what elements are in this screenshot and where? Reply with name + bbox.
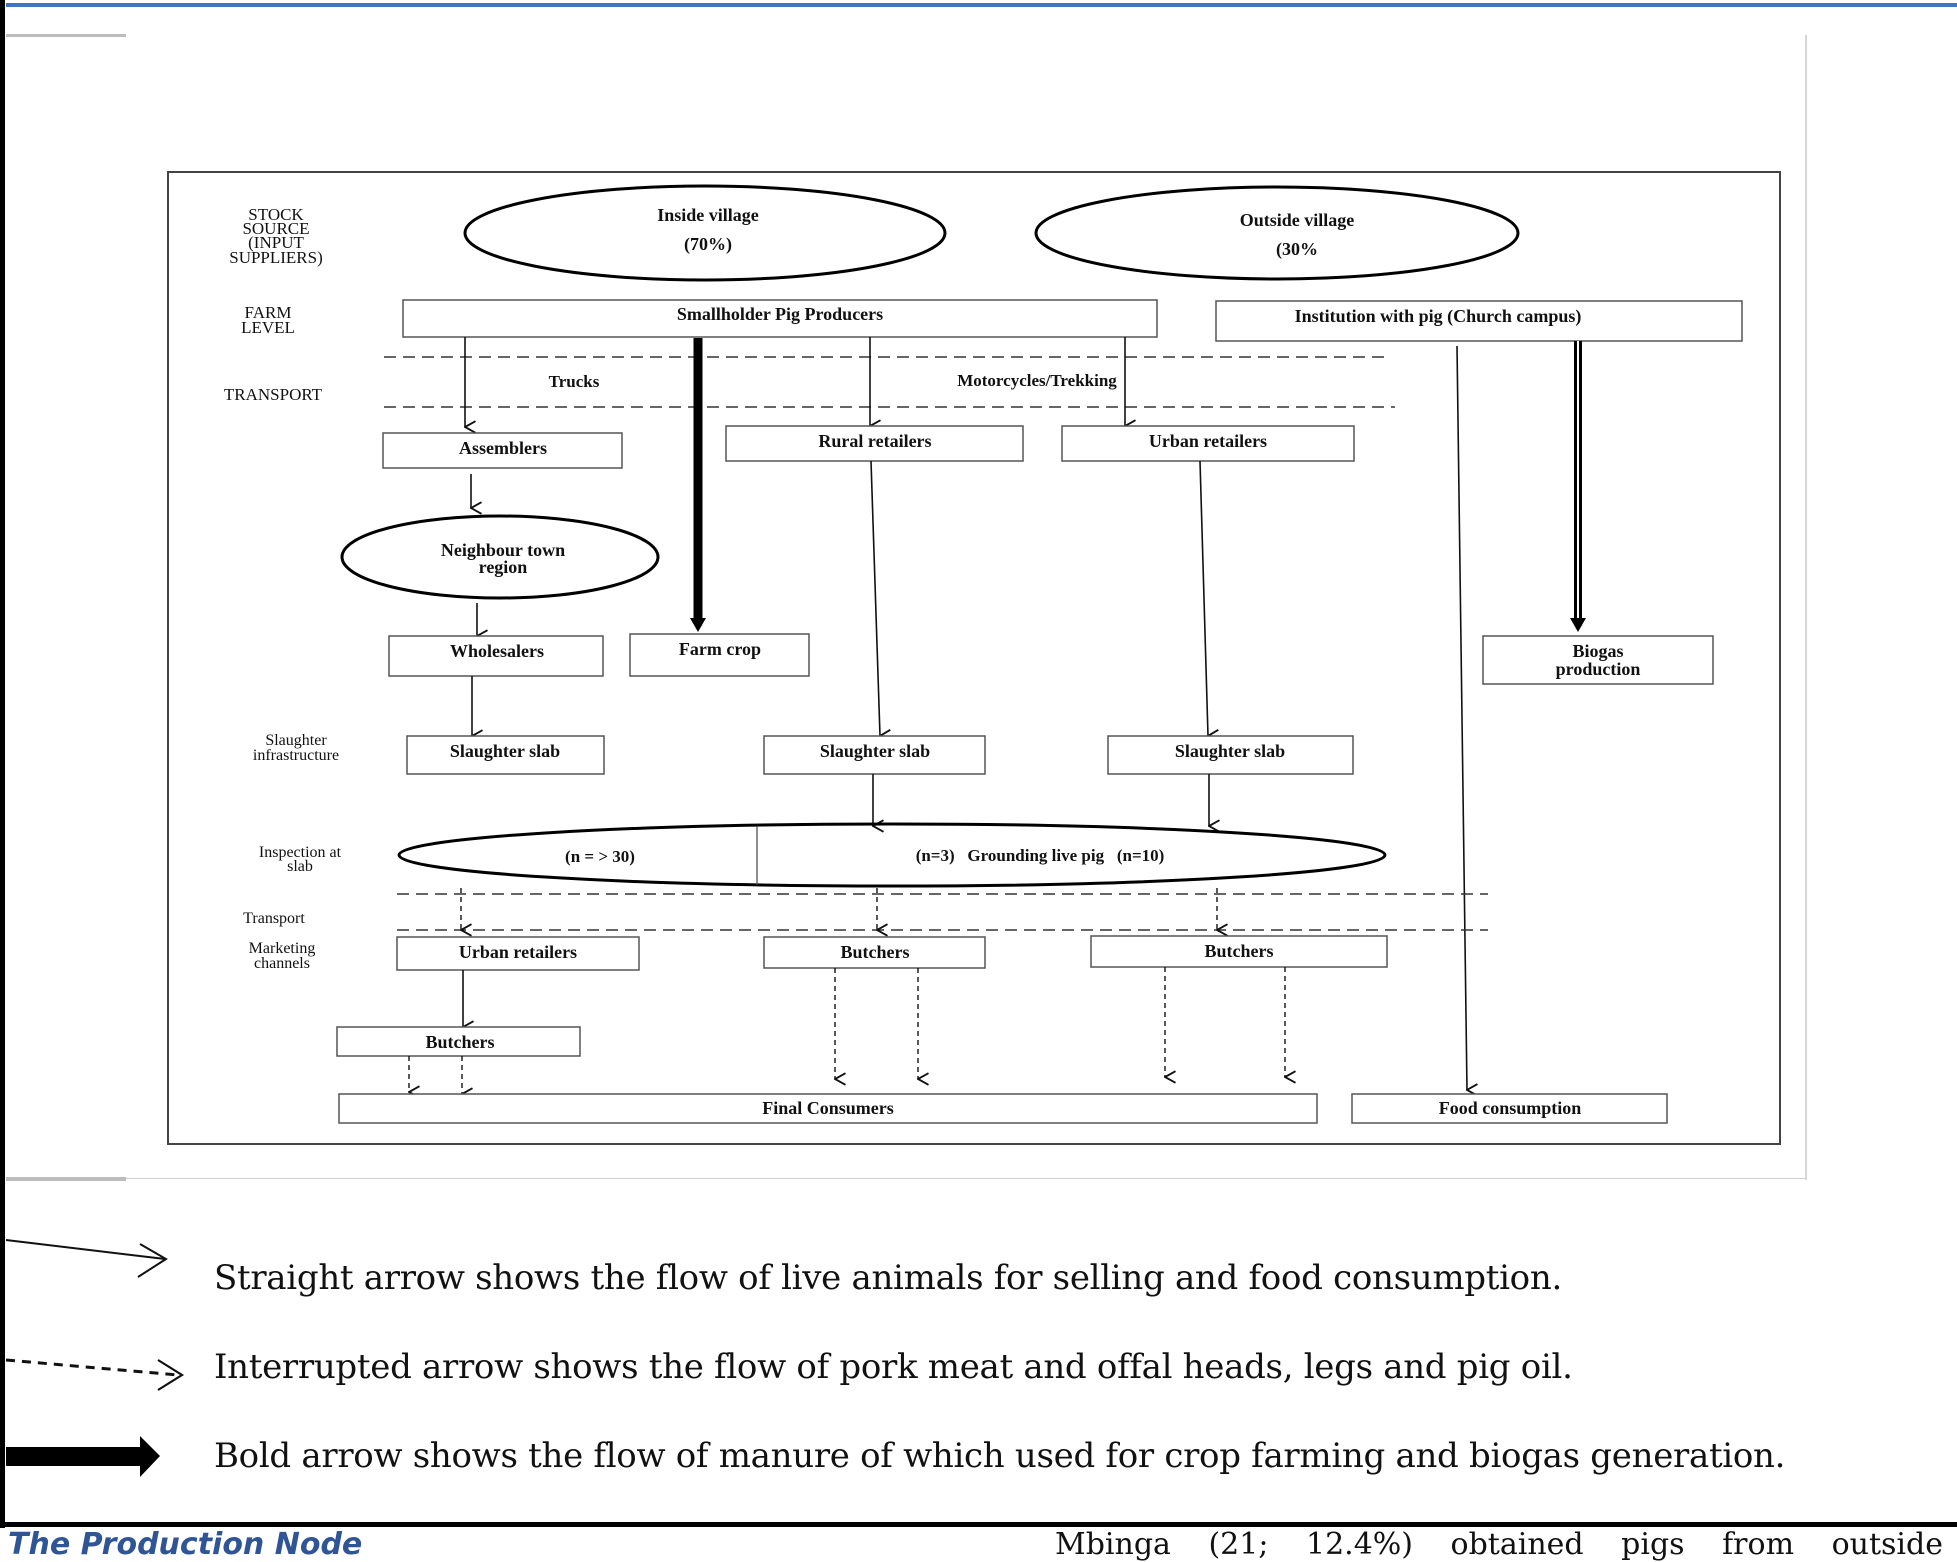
legend-interrupted-arrow-text: Interrupted arrow shows the flow of pork… bbox=[214, 1347, 1573, 1387]
row-label-slaughter: Slaughter infrastructure bbox=[253, 732, 339, 764]
svg-text:slab: slab bbox=[287, 858, 313, 875]
bold-arrow-head-biogas bbox=[1570, 618, 1586, 632]
straight-arrow-icon bbox=[5, 1239, 168, 1278]
transport-mode-motorcycles: Motorcycles/Trekking bbox=[957, 371, 1117, 390]
svg-text:Food consumption: Food consumption bbox=[1439, 1098, 1582, 1118]
svg-text:(70%): (70%) bbox=[684, 234, 732, 255]
svg-text:region: region bbox=[479, 557, 528, 577]
bold-arrow-icon bbox=[6, 1436, 160, 1477]
svg-text:Marketing: Marketing bbox=[249, 940, 316, 957]
figure-frame-bottom-mark bbox=[6, 1177, 126, 1181]
node-slaughter-slab-1: Slaughter slab bbox=[406, 735, 605, 775]
svg-text:production: production bbox=[1556, 659, 1641, 679]
node-rural-retailers: Rural retailers bbox=[725, 425, 1024, 462]
svg-text:Farm crop: Farm crop bbox=[679, 639, 761, 659]
svg-text:Neighbour town: Neighbour town bbox=[441, 540, 565, 560]
arrow-urban-retailers-to-slaughter-slab bbox=[1199, 460, 1208, 736]
svg-text:Smallholder Pig Producers: Smallholder Pig Producers bbox=[677, 304, 883, 324]
figure-frame-top-mark bbox=[6, 34, 126, 37]
svg-text:Final Consumers: Final Consumers bbox=[762, 1098, 894, 1118]
row-label-marketing: Marketing channels bbox=[249, 940, 316, 972]
svg-text:Inside village: Inside village bbox=[657, 205, 759, 225]
node-urban-retailers: Urban retailers bbox=[1061, 425, 1355, 462]
node-biogas-production: Biogas production bbox=[1482, 635, 1714, 685]
svg-text:Slaughter slab: Slaughter slab bbox=[450, 741, 560, 761]
svg-text:Slaughter slab: Slaughter slab bbox=[1175, 741, 1285, 761]
svg-text:(30%: (30% bbox=[1276, 239, 1318, 260]
bottom-border bbox=[0, 1522, 1957, 1527]
left-border bbox=[0, 0, 5, 1528]
node-inside-village: Inside village (70%) bbox=[463, 184, 947, 282]
node-neighbour-town-region: Neighbour town region bbox=[340, 514, 660, 600]
svg-text:LEVEL: LEVEL bbox=[241, 318, 295, 337]
node-food-consumption: Food consumption bbox=[1351, 1093, 1668, 1124]
figure-frame-right-rule bbox=[1805, 35, 1807, 1180]
node-urban-retailers-marketing: Urban retailers bbox=[396, 936, 640, 971]
svg-text:Urban retailers: Urban retailers bbox=[459, 942, 577, 962]
node-smallholder-pig-producers: Smallholder Pig Producers bbox=[402, 299, 1158, 338]
row-label-transport: TRANSPORT bbox=[224, 385, 323, 404]
legend-straight-arrow-text: Straight arrow shows the flow of live an… bbox=[214, 1258, 1562, 1298]
svg-text:(n=3) Grounding live pig (: (n=3) Grounding live pig (n=10) bbox=[916, 846, 1165, 865]
row-label-transport-2: Transport bbox=[243, 910, 305, 927]
bold-arrow-head-farm-crop bbox=[690, 618, 706, 632]
svg-text:Slaughter: Slaughter bbox=[265, 732, 327, 749]
figure-frame-bottom-rule bbox=[126, 1178, 1806, 1179]
node-assemblers: Assemblers bbox=[382, 432, 623, 469]
legend-bold-arrow-text: Bold arrow shows the flow of manure of w… bbox=[214, 1436, 1786, 1476]
row-label-inspection: Inspection at slab bbox=[259, 844, 342, 875]
svg-text:Butchers: Butchers bbox=[1205, 941, 1274, 961]
row-label-farm-level: FARM LEVEL bbox=[241, 303, 295, 337]
svg-text:FARM: FARM bbox=[245, 303, 292, 322]
svg-text:channels: channels bbox=[254, 955, 310, 972]
svg-text:Wholesalers: Wholesalers bbox=[450, 641, 544, 661]
section-heading-fragment: The Production Node bbox=[8, 1527, 363, 1562]
top-accent-line bbox=[6, 3, 1957, 7]
svg-text:Slaughter slab: Slaughter slab bbox=[820, 741, 930, 761]
node-farm-crop: Farm crop bbox=[629, 633, 810, 677]
node-slaughter-slab-3: Slaughter slab bbox=[1107, 735, 1354, 775]
svg-text:Biogas: Biogas bbox=[1572, 641, 1623, 661]
node-butchers-right: Butchers bbox=[1090, 935, 1388, 968]
svg-text:Rural retailers: Rural retailers bbox=[818, 431, 931, 451]
svg-text:Assemblers: Assemblers bbox=[459, 438, 547, 458]
node-final-consumers: Final Consumers bbox=[338, 1093, 1318, 1124]
arrow-institution-to-food-consumption bbox=[1456, 345, 1467, 1090]
svg-text:STOCK: STOCK bbox=[248, 205, 304, 224]
svg-text:SOURCE: SOURCE bbox=[242, 219, 309, 238]
svg-text:Inspection at: Inspection at bbox=[259, 844, 342, 861]
node-butchers-mid: Butchers bbox=[763, 936, 986, 969]
node-outside-village: Outside village (30% bbox=[1034, 185, 1520, 281]
svg-text:(INPUT: (INPUT bbox=[248, 233, 304, 252]
dashed-arrow-icon bbox=[5, 1358, 185, 1391]
svg-text:Butchers: Butchers bbox=[841, 942, 910, 962]
node-butchers-left: Butchers bbox=[336, 1026, 581, 1057]
body-text-fragment: Mbinga (21; 12.4%) obtained pigs from ou… bbox=[1055, 1527, 1943, 1562]
transport-mode-trucks: Trucks bbox=[549, 372, 600, 391]
node-inspection-at-slab: (n = > 30) (n=3) Grounding live pig (n=1… bbox=[397, 822, 1387, 888]
svg-text:Institution with pig (Church c: Institution with pig (Church campus) bbox=[1295, 306, 1582, 327]
node-institution-church-campus: Institution with pig (Church campus) bbox=[1215, 300, 1743, 342]
svg-text:infrastructure: infrastructure bbox=[253, 747, 339, 764]
svg-text:Urban retailers: Urban retailers bbox=[1149, 431, 1267, 451]
svg-text:(n = > 30): (n = > 30) bbox=[565, 847, 635, 866]
svg-text:SUPPLIERS): SUPPLIERS) bbox=[229, 248, 323, 267]
node-slaughter-slab-2: Slaughter slab bbox=[763, 735, 986, 775]
row-label-stock-source: STOCK SOURCE (INPUT SUPPLIERS) bbox=[229, 205, 323, 267]
svg-text:Outside village: Outside village bbox=[1240, 210, 1355, 230]
node-wholesalers: Wholesalers bbox=[388, 635, 604, 677]
svg-text:Butchers: Butchers bbox=[426, 1032, 495, 1052]
arrow-rural-retailers-to-slaughter-slab bbox=[870, 460, 880, 736]
